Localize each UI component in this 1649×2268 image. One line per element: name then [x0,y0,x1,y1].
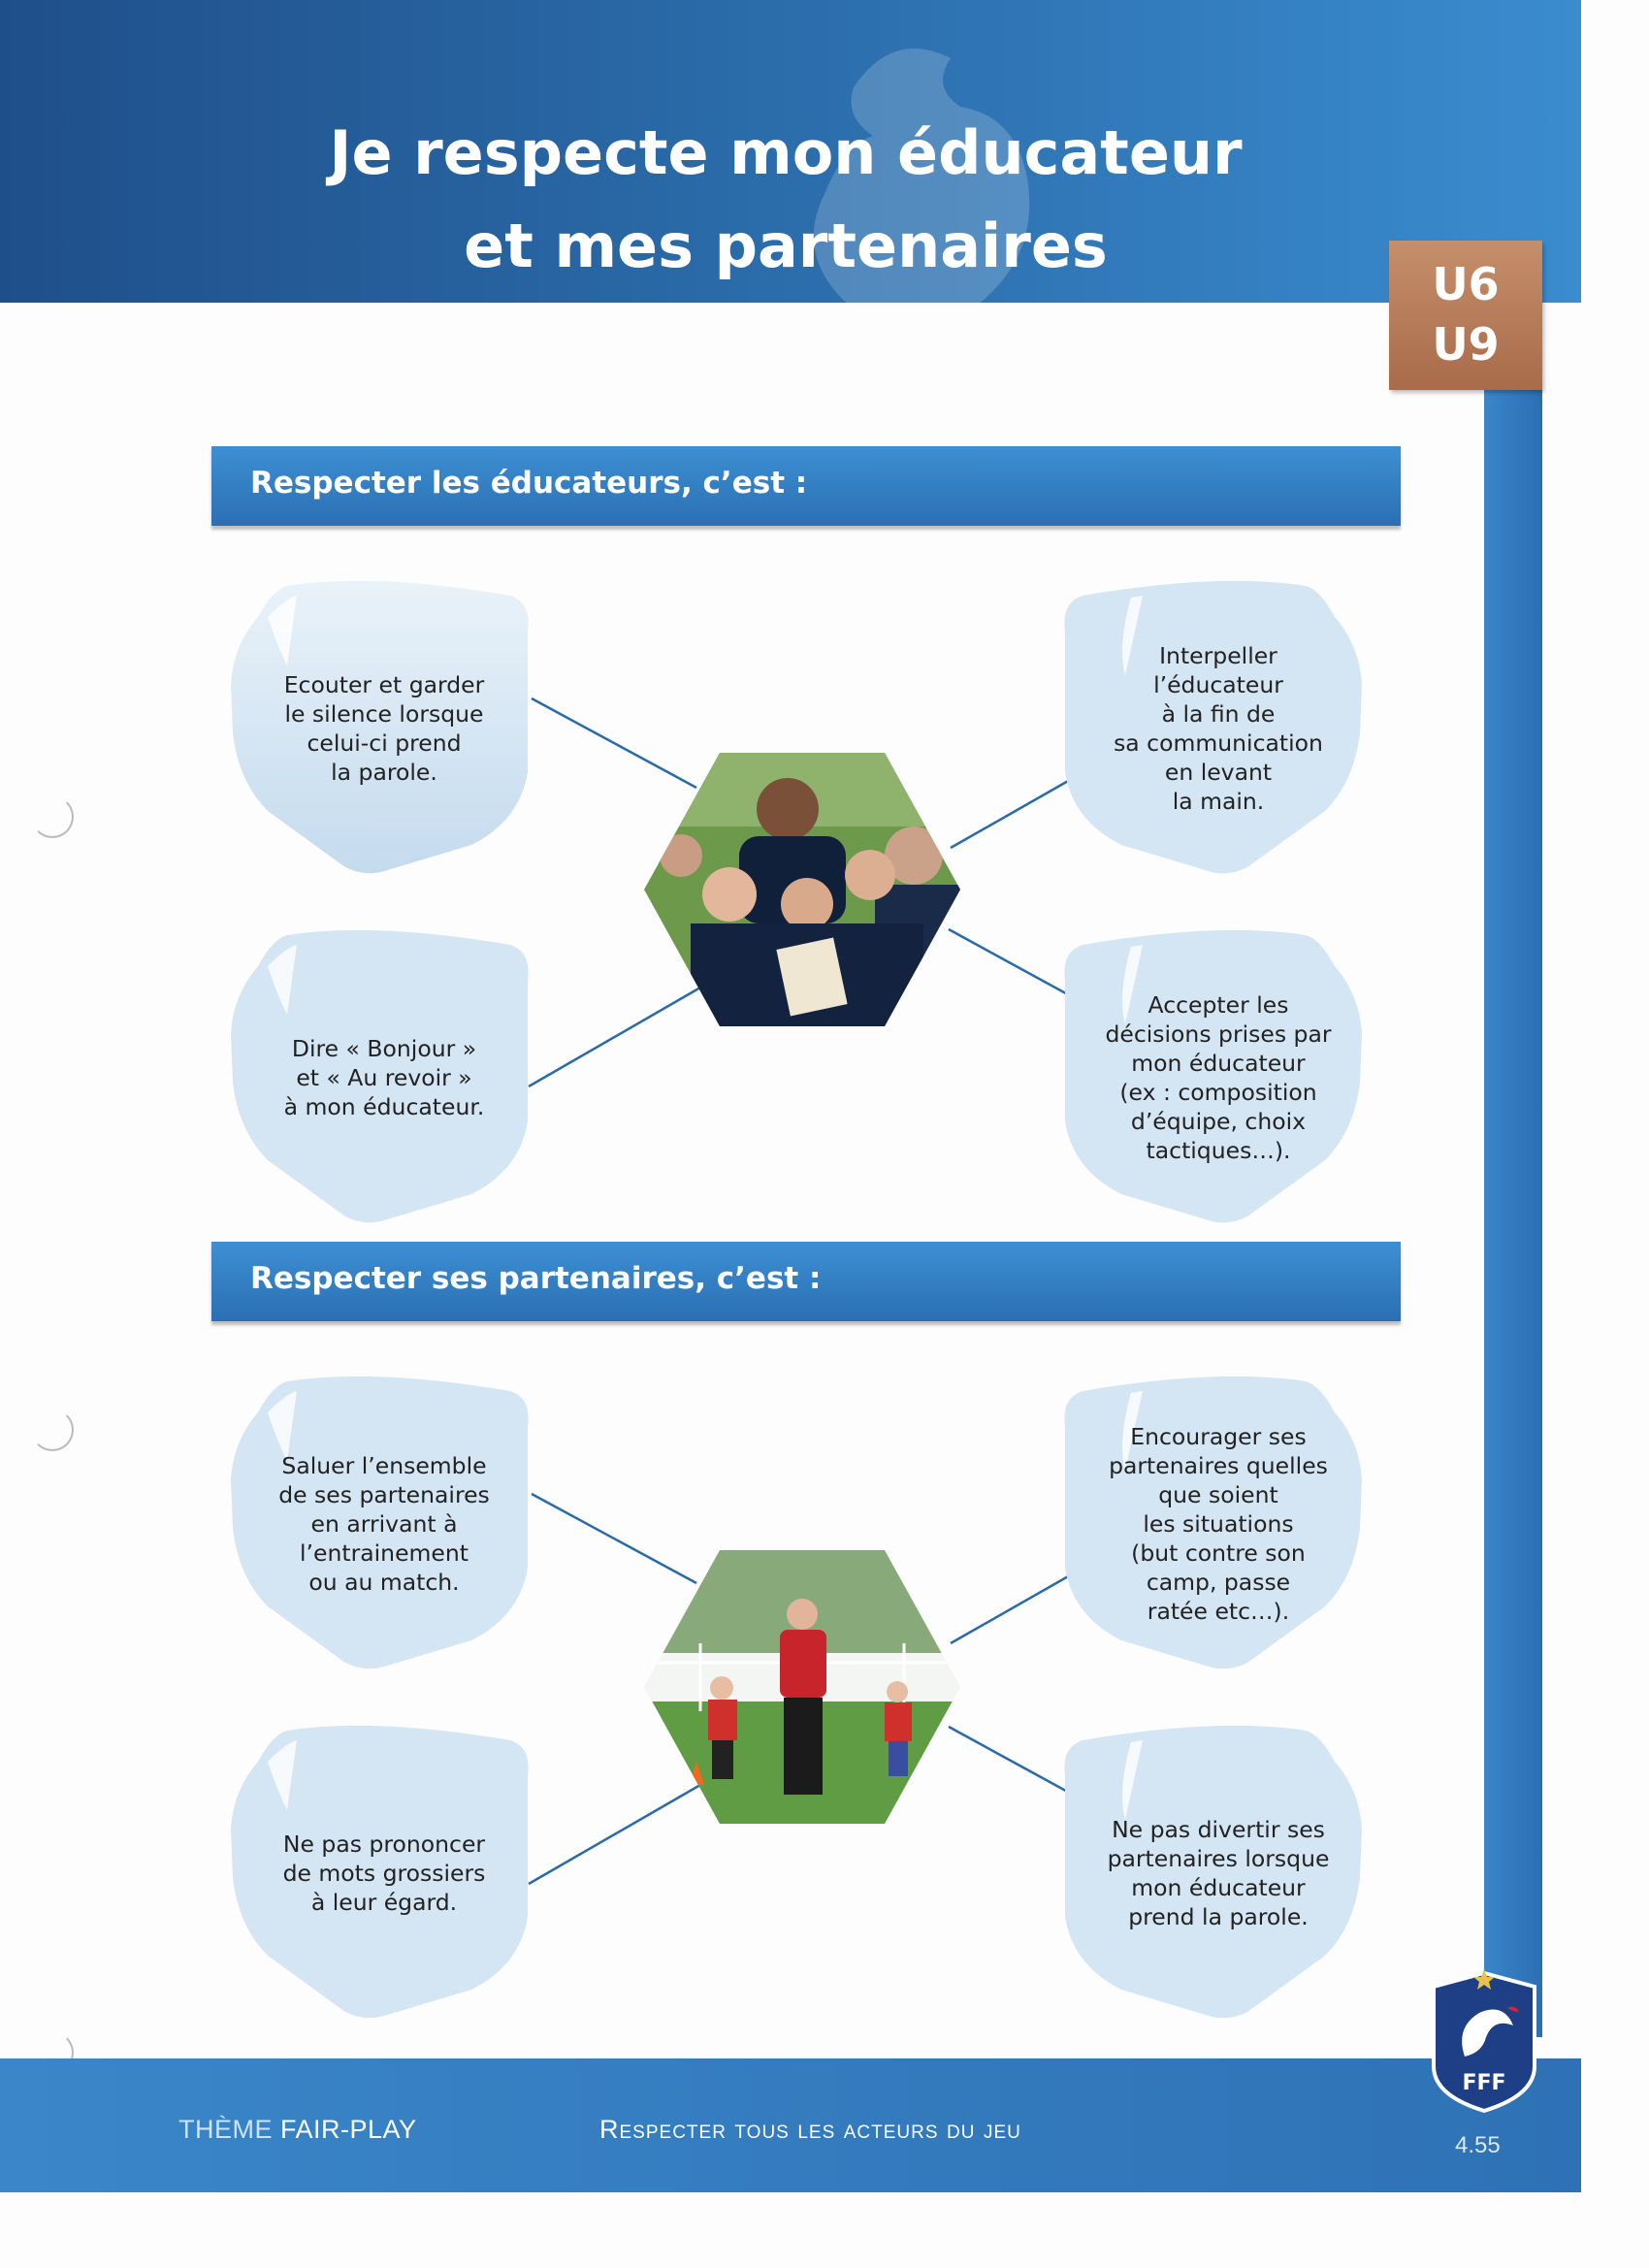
bubble-text: Accepter les décisions prises par mon éd… [1105,991,1332,1164]
coach-on-field-photo [642,1546,962,1828]
bubble-shape-icon [1064,580,1362,874]
bubble-shape-icon [231,1725,529,2019]
bubble-accepter: Accepter les décisions prises par mon éd… [1063,927,1364,1228]
bubble-shape-icon [231,1376,529,1669]
page-title: Je respecte mon éducateur et mes partena… [252,107,1319,293]
footer-theme-prefix: THÈME [178,2115,281,2144]
footer-page-number: 4.55 [1455,2132,1501,2158]
punch-hole-middle [31,795,74,838]
bubble-text: Ne pas prononcer de mots grossiers à leu… [282,1831,486,1916]
rooster-watermark-icon [813,49,1030,303]
bubble-ecouter: Ecouter et garder le silence lorsque cel… [229,578,530,879]
photo-image [644,1550,960,1824]
bubble-text: Encourager ses partenaires quelles que s… [1109,1423,1328,1625]
bubble-text: Interpeller l’éducateur à la fin de sa c… [1114,642,1323,815]
punch-hole-middle-2 [31,1409,74,1451]
bubble-bonjour: Dire « Bonjour » et « Au revoir » à mon … [229,927,530,1228]
bubble-text: Ne pas divertir ses partenaires lorsque … [1107,1816,1330,1930]
bubble-text: Dire « Bonjour » et « Au revoir » à mon … [283,1035,485,1120]
section-heading-partenaires-text: Respecter ses partenaires, c’est : [250,1261,822,1296]
bubble-divertir: Ne pas divertir ses partenaires lorsque … [1063,1723,1364,2024]
bubble-shape-icon [1064,929,1362,1223]
footer-theme-name: FAIR-PLAY [280,2115,417,2144]
age-badge-line-1: U6 [1432,258,1500,310]
age-badge-line-2: U9 [1432,318,1500,371]
right-side-bar [1484,388,1542,2037]
bubble-mots-grossiers: Ne pas prononcer de mots grossiers à leu… [229,1723,530,2024]
section-heading-educateurs-text: Respecter les éducateurs, c’est : [250,466,808,501]
footer-bar [0,2058,1581,2192]
photo-image [644,753,960,1026]
children-with-coach-photo [642,749,962,1030]
bubble-text: Ecouter et garder le silence lorsque cel… [283,671,485,786]
footer-theme-label: THÈME FAIR-PLAY [178,2115,417,2145]
bubble-shape-icon [231,580,529,874]
page-title-line-1: Je respecte mon éducateur [329,117,1243,188]
bubble-saluer: Saluer l’ensemble de ses partenaires en … [229,1374,530,1674]
bubble-shape-icon [231,929,529,1223]
fff-logo-text: FFF [1462,2071,1505,2095]
footer-center-text: Respecter tous les acteurs du jeu [599,2115,1021,2144]
fff-logo: FFF [1426,1969,1542,2115]
bubble-text: Saluer l’ensemble de ses partenaires en … [278,1452,490,1596]
section-heading-educateurs: Respecter les éducateurs, c’est : [211,446,1401,526]
section-heading-partenaires: Respecter ses partenaires, c’est : [211,1242,1401,1321]
bubble-encourager: Encourager ses partenaires quelles que s… [1063,1374,1364,1674]
bubble-shape-icon [1064,1725,1362,2019]
page-title-line-2: et mes partenaires [464,211,1108,281]
bubble-shape-icon [1064,1376,1362,1669]
bubble-interpeller: Interpeller l’éducateur à la fin de sa c… [1063,578,1364,879]
fff-shield-icon: FFF [1432,1969,1536,2114]
header-banner: Je respecte mon éducateur et mes partena… [0,0,1581,303]
age-category-badge: U6 U9 [1389,241,1542,390]
